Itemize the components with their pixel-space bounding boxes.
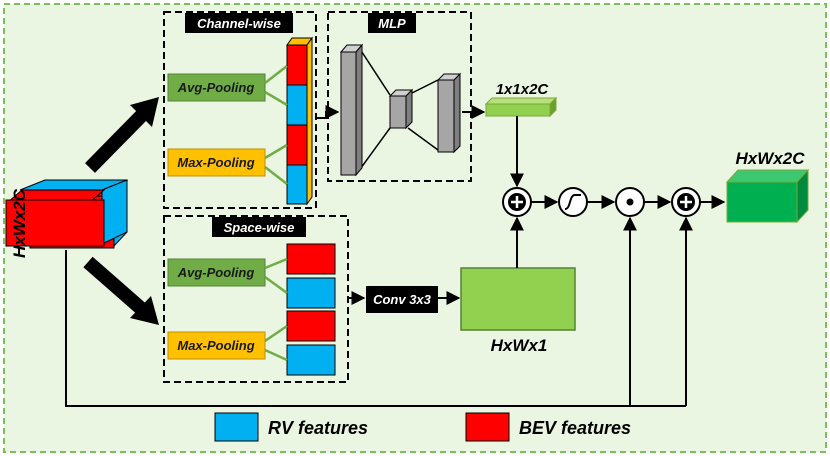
sigmoid-icon xyxy=(558,187,588,217)
space-map-stack xyxy=(286,243,336,376)
space-wise-title: Space-wise xyxy=(224,220,295,235)
plus-circle-icon xyxy=(671,187,701,217)
skip-connection-line xyxy=(65,250,686,407)
space-avg-pooling-box xyxy=(167,258,266,287)
conv-box xyxy=(366,286,438,313)
output-feature-cube xyxy=(725,168,810,224)
channel-vector-label: 1x1x2C xyxy=(496,81,550,98)
mlp-network xyxy=(339,43,462,177)
big-arrow-down xyxy=(83,256,159,325)
mlp-box xyxy=(327,11,472,182)
channel-avg-pooling-label: Avg-Pooling xyxy=(177,80,255,95)
spatial-map-label: HxWx1 xyxy=(491,336,548,355)
channel-max-pooling-label: Max-Pooling xyxy=(177,155,254,170)
dot-circle-icon xyxy=(615,187,645,217)
channel-fan-lines xyxy=(264,65,288,185)
channel-wise-title-bg xyxy=(185,13,293,33)
big-arrow-up xyxy=(85,97,159,173)
output-dim-label: HxWx2C xyxy=(736,149,806,168)
space-fan-lines xyxy=(264,257,288,362)
legend-rv-swatch xyxy=(214,412,259,442)
legend-bev-swatch xyxy=(465,412,510,442)
conv-label: Conv 3x3 xyxy=(373,292,432,307)
mlp-title-bg xyxy=(368,13,416,33)
arrow-to-mlp xyxy=(316,105,340,119)
spatial-attention-map xyxy=(460,267,576,331)
plus-circle-icon xyxy=(502,187,532,217)
legend-bev-label: BEV features xyxy=(519,418,631,438)
space-max-pooling-box xyxy=(167,331,266,360)
channel-wise-box xyxy=(163,11,317,209)
space-avg-pooling-label: Avg-Pooling xyxy=(177,265,255,280)
input-dim-label: HxWx2C xyxy=(10,188,29,258)
legend-rv-label: RV features xyxy=(268,418,368,438)
channel-max-pooling-box xyxy=(167,148,266,177)
channel-wise-title: Channel-wise xyxy=(197,16,281,31)
mlp-title: MLP xyxy=(378,16,406,31)
channel-attention-vector xyxy=(484,96,558,118)
space-max-pooling-label: Max-Pooling xyxy=(177,338,254,353)
channel-avg-pooling-box xyxy=(167,73,266,102)
channel-vector-stack xyxy=(286,36,313,206)
input-cube-front xyxy=(5,179,128,247)
space-wise-title-bg xyxy=(212,217,306,237)
